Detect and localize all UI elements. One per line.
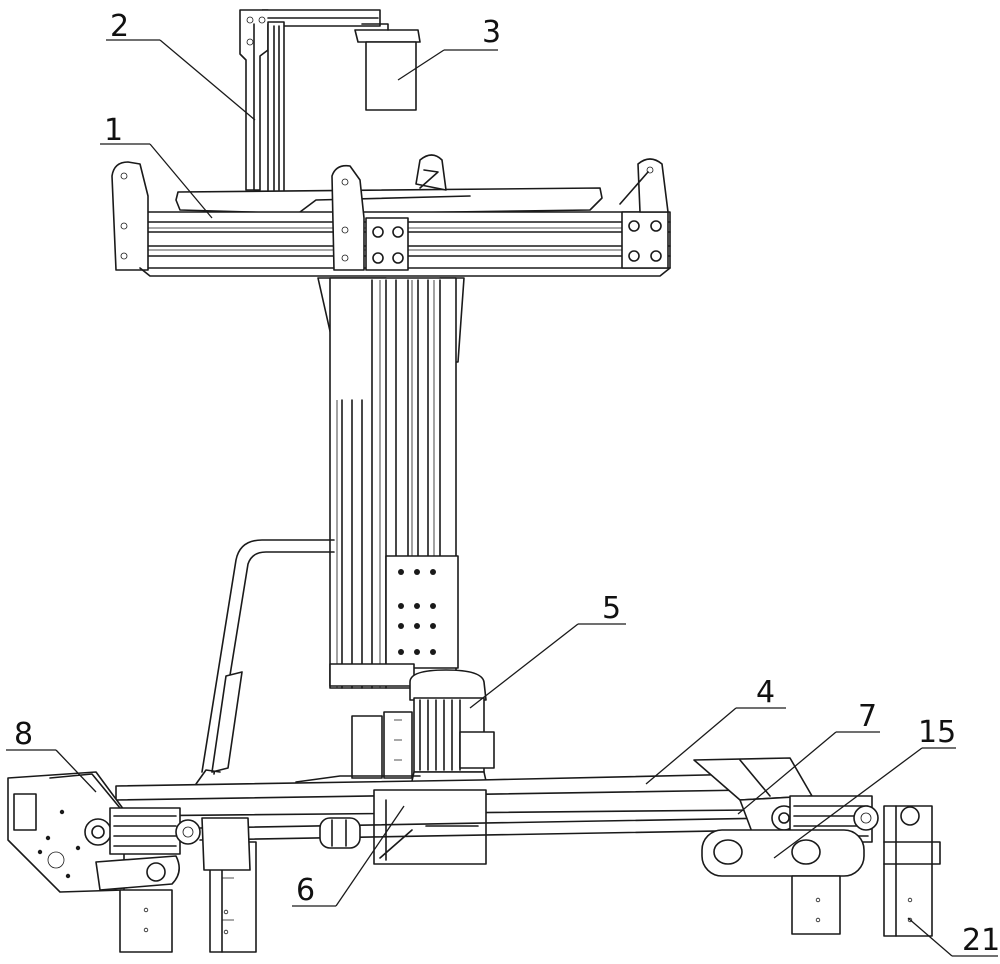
label-1: 1 <box>104 113 123 148</box>
label-21: 21 <box>962 923 1000 958</box>
label-3: 3 <box>482 15 501 50</box>
vertical-column <box>318 278 464 688</box>
label-4: 4 <box>756 675 775 710</box>
label-2: 2 <box>110 9 129 44</box>
label-8: 8 <box>14 717 33 752</box>
label-15: 15 <box>918 715 956 750</box>
handle-rail <box>196 540 334 784</box>
label-7: 7 <box>858 699 877 734</box>
label-6: 6 <box>296 873 315 908</box>
right-unit <box>694 758 940 936</box>
upper-crossbar <box>112 155 670 276</box>
label-5: 5 <box>602 591 621 626</box>
camera <box>355 24 420 110</box>
